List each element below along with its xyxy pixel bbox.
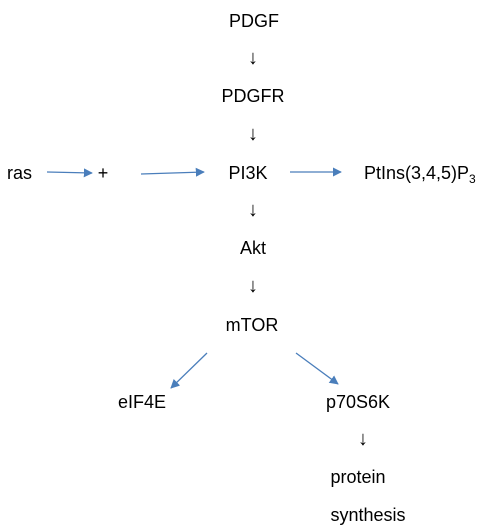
ptins-subscript: 3: [469, 172, 476, 186]
ptins-label: PtIns(3,4,5)P: [364, 163, 470, 183]
arrow-mtor-to-p70s6k: [295, 352, 339, 385]
node-pdgfr: PDGFR: [221, 86, 285, 106]
node-p70s6k: p70S6K: [325, 392, 391, 412]
arrow-plus-to-pi3k: [140, 167, 205, 177]
down-arrow-pi3k-akt: ↓: [248, 199, 258, 221]
arrow-mtor-to-eif4e: [170, 352, 208, 389]
down-arrow-p70s6k-protein: ↓: [358, 428, 368, 450]
down-arrow-pdgf-pdgfr: ↓: [248, 47, 258, 69]
node-eif4e: eIF4E: [117, 392, 167, 412]
node-akt: Akt: [239, 238, 267, 258]
node-pi3k: PI3K: [228, 163, 268, 183]
down-arrow-pdgfr-pi3k: ↓: [248, 123, 258, 145]
node-synthesis: synthesis: [330, 505, 406, 525]
down-arrow-akt-mtor: ↓: [248, 275, 258, 297]
node-pdgf: PDGF: [228, 11, 280, 31]
node-protein: protein: [330, 467, 386, 487]
node-ptins: PtIns(3,4,5)P3: [364, 163, 476, 186]
arrow-ras-to-plus: [46, 168, 93, 178]
node-mtor: mTOR: [225, 315, 279, 335]
node-plus: +: [97, 163, 109, 183]
node-ras: ras: [7, 163, 33, 183]
